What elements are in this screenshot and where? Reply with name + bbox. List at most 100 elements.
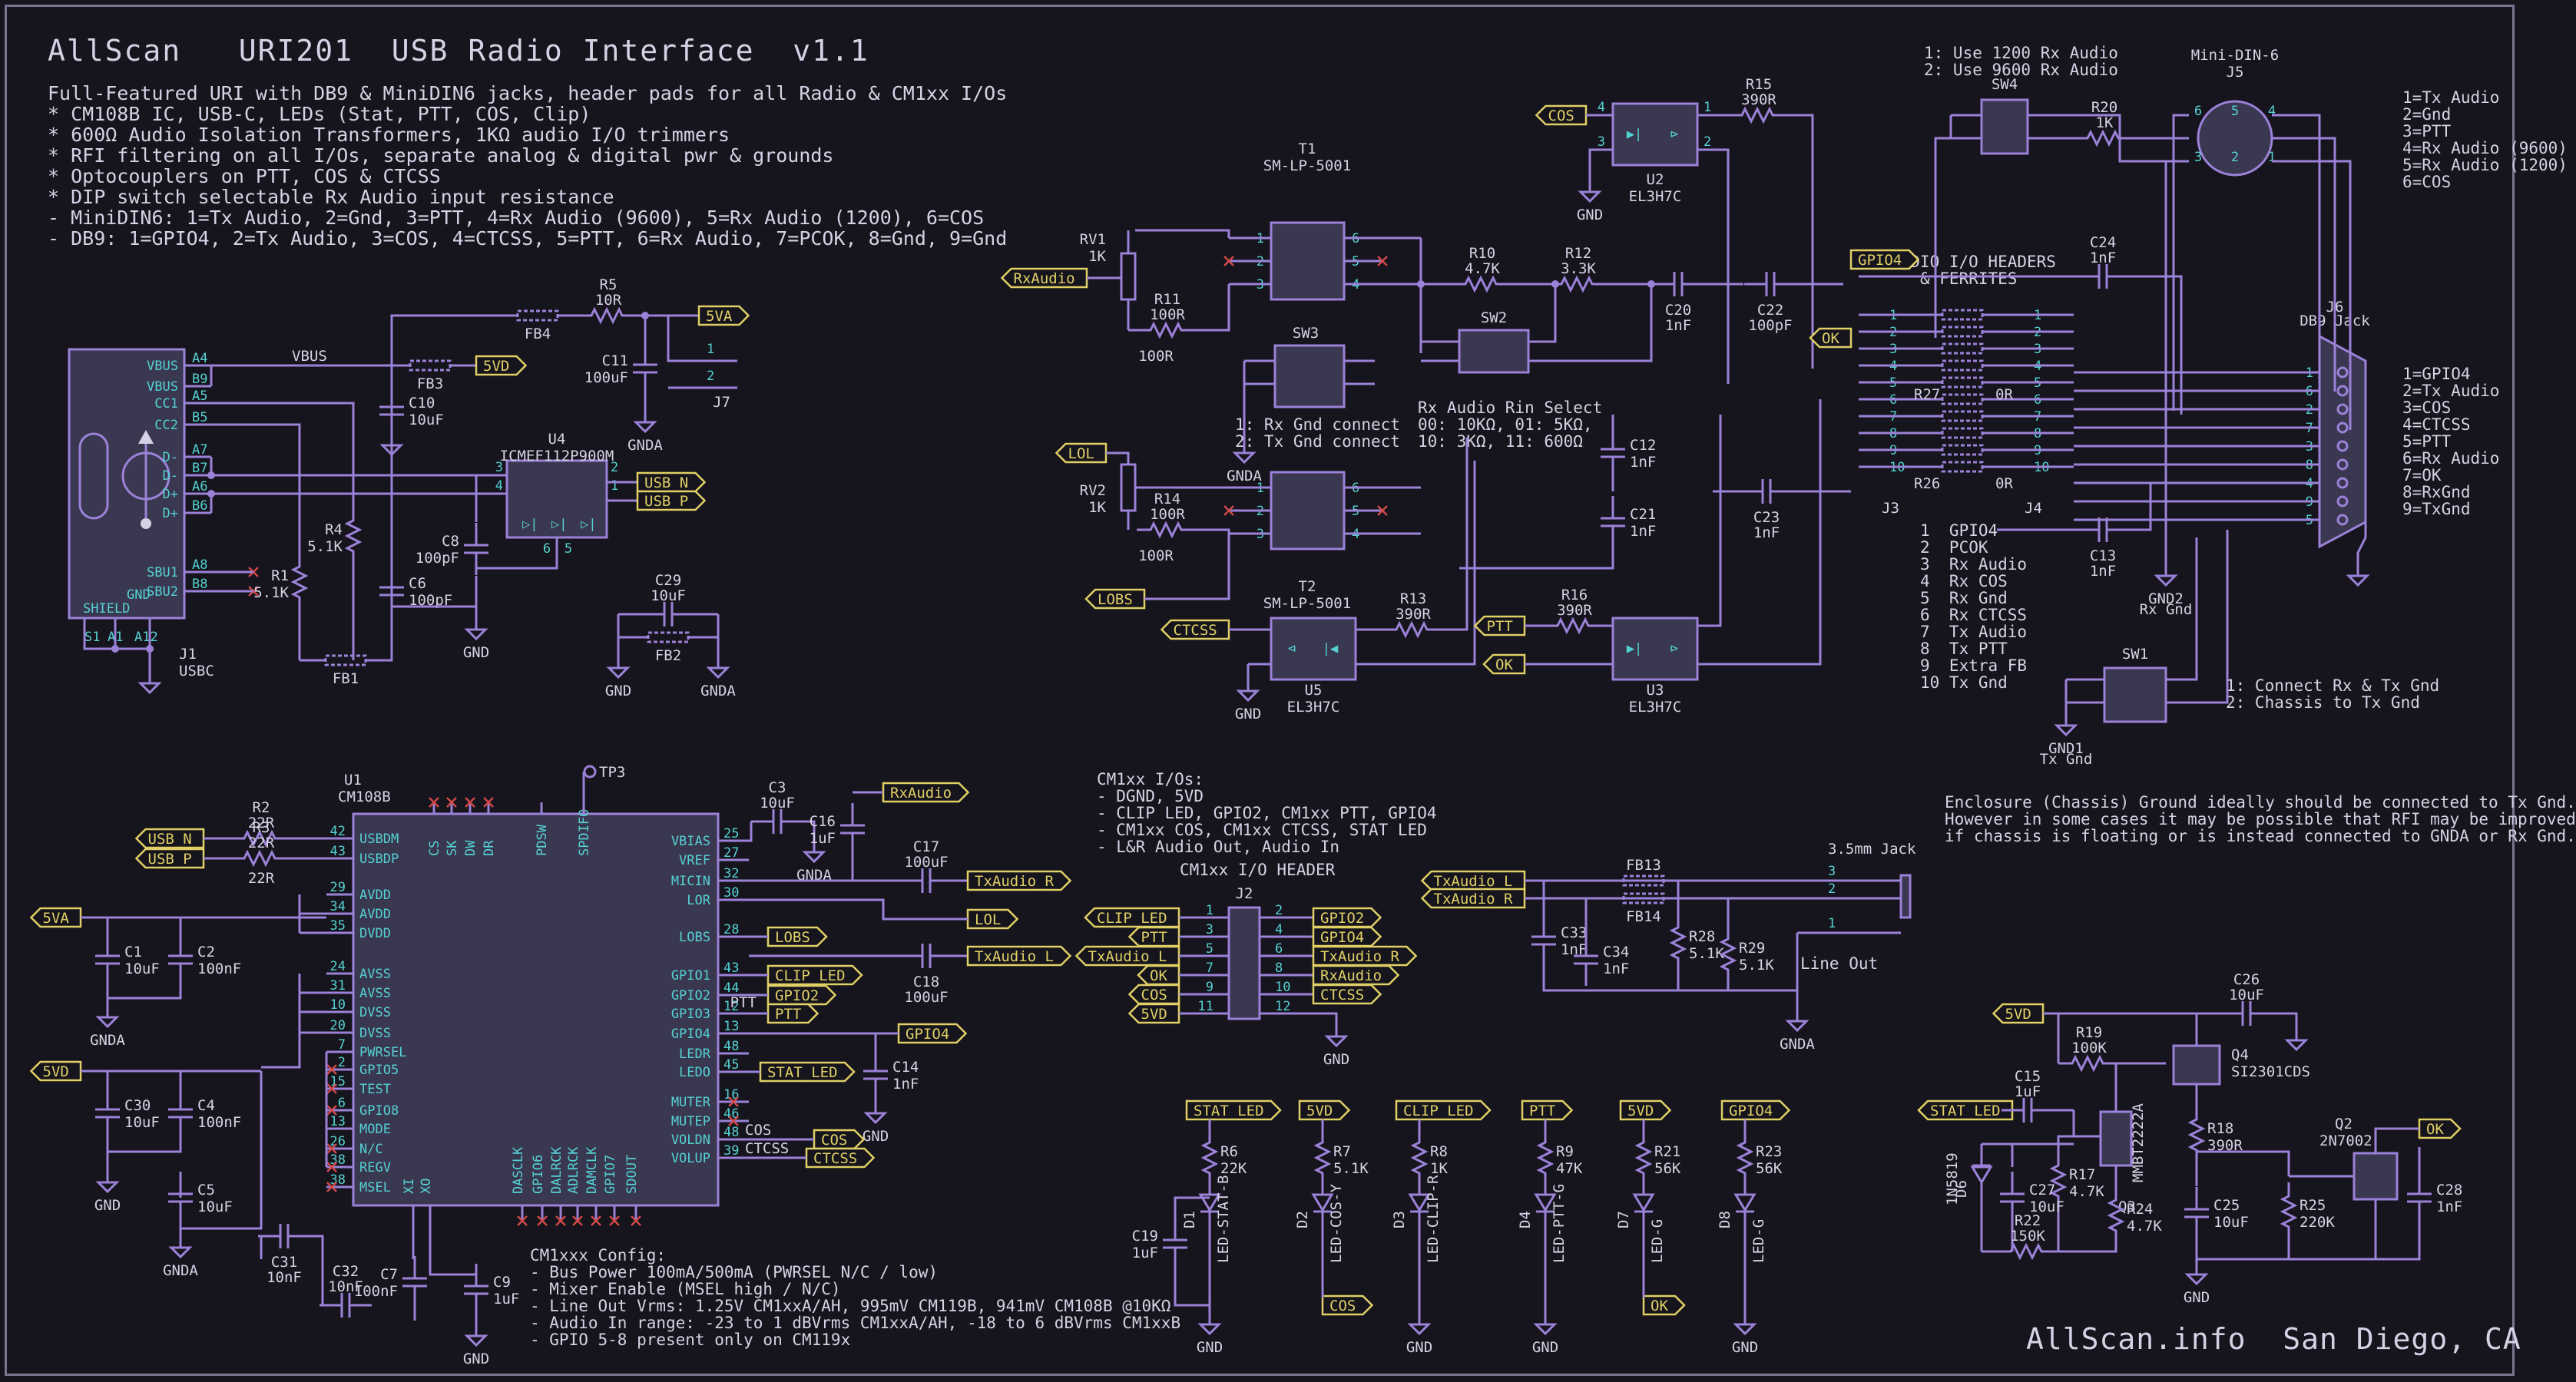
ref-r19: R19 — [2076, 1024, 2102, 1041]
cm1xx-config-5: - Audio In range: -23 to 1 dBVrms CM1xxA… — [530, 1314, 1181, 1332]
wire — [476, 537, 558, 570]
net-flag-5vd — [1992, 1003, 2045, 1024]
value-r13: 390R — [1396, 606, 1431, 623]
ref-r22: R22 — [2015, 1212, 2041, 1229]
value-c5: 10uF — [197, 1199, 233, 1215]
value-c23: 1nF — [1753, 524, 1780, 541]
opto-led-icon: |◀ — [1323, 641, 1339, 656]
ground-symbol — [95, 1181, 120, 1194]
u1-right-pin-num-13: 48 — [723, 1125, 739, 1140]
j2-pin-even-1: 4 — [1275, 922, 1283, 937]
opto-led-icon: ▶| — [1627, 641, 1642, 656]
db9-note-8: 8=RxGnd — [2402, 483, 2471, 501]
net-flag-5va — [29, 907, 82, 928]
net-flag-text: 5VD — [1306, 1103, 1333, 1119]
ferrite- — [1941, 444, 1984, 456]
wire — [366, 361, 393, 662]
no-connect-mark — [555, 1215, 566, 1226]
wire — [1356, 461, 1476, 666]
ref-r23: R23 — [1756, 1143, 1782, 1160]
value-r27: 0R — [1995, 386, 2013, 403]
net-flag-5vd — [1127, 1003, 1180, 1024]
net-flag-text: TxAudio_R — [975, 873, 1055, 890]
net-flag-text: CTCSS — [1320, 987, 1364, 1003]
db9-pin-socket — [2336, 403, 2349, 415]
ref-r9: R9 — [1556, 1143, 1574, 1160]
value-r28: 5.1K — [1689, 945, 1724, 962]
value-q3: MMBT2222A — [2130, 1103, 2147, 1182]
ground-symbol — [1407, 1323, 1432, 1336]
no-connect-stroke — [609, 1215, 620, 1226]
ref-r20: R20 — [2091, 99, 2117, 116]
ref-c11: C11 — [602, 352, 628, 369]
cm1xx-config-3: - Mixer Enable (MSEL high / N/C) — [530, 1280, 841, 1298]
description-line-7: - MiniDIN6: 1=Tx Audio, 2=Gnd, 3=PTT, 4=… — [48, 207, 985, 229]
ground-symbol — [1578, 190, 1602, 203]
net-flag-text: OK — [2426, 1121, 2444, 1138]
no-connect-mark — [465, 797, 475, 808]
j1-pin-num-6: A6 — [192, 479, 207, 494]
net-flag-ok — [1642, 1294, 1686, 1316]
u1-left-pin-6: AVSS — [359, 986, 391, 1001]
net-flag-text: CTCSS — [1174, 622, 1217, 639]
no-connect-mark — [326, 1083, 337, 1094]
value-c28: 1nF — [2436, 1199, 2462, 1215]
cm1xx-ios-5: - L&R Audio Out, Audio In — [1097, 838, 1340, 856]
net-flag-text: COS — [1141, 987, 1167, 1003]
u1-left-pin-4: DVDD — [359, 926, 391, 941]
net-flag-text: PTT — [775, 1006, 801, 1023]
value-r21: 56K — [1654, 1160, 1681, 1177]
net-flag-usb_p — [134, 848, 205, 869]
net-flag-text: RxAudio — [1014, 270, 1075, 287]
u1-left-pin-2: AVDD — [359, 888, 391, 903]
value-c6: 100pF — [409, 592, 452, 609]
net-flag-text: 5VA — [43, 910, 70, 927]
u1-top-pin-1: SK — [445, 840, 460, 856]
ground-label: GND — [94, 1197, 121, 1214]
wire — [2197, 1150, 2290, 1176]
u1-right-pin-14: VOLUP — [671, 1151, 710, 1166]
net-flag-ok — [1137, 964, 1180, 986]
ref-c33: C33 — [1561, 924, 1587, 941]
net-flag-5vd — [475, 355, 528, 376]
u2-pin-4: 4 — [1598, 100, 1605, 115]
cm1xx-ios-4: - CM1xx COS, CM1xx CTCSS, STAT LED — [1097, 821, 1427, 839]
db9-note-7: 7=OK — [2402, 466, 2442, 484]
value-d8: LED-G — [1750, 1219, 1767, 1263]
j2-pin-even-3: 8 — [1275, 960, 1283, 976]
ref-r24: R24 — [2127, 1201, 2153, 1218]
j2-pin-odd-0: 1 — [1206, 903, 1214, 918]
value-c19: 1uF — [1132, 1245, 1158, 1261]
audio-transformer-t1 — [1270, 221, 1346, 301]
u1-left-pin-0: USBDM — [359, 832, 399, 847]
line-out-label: Line Out — [1800, 954, 1879, 973]
ground-label: GND2 — [2148, 590, 2184, 607]
ref-c3: C3 — [769, 779, 786, 796]
resistor-r14 — [1137, 521, 1198, 539]
u1-right-pin-2: MICIN — [671, 874, 710, 889]
ground-symbol — [706, 666, 730, 679]
wire — [1697, 415, 1722, 627]
ground-label: GNDA — [90, 1032, 125, 1049]
no-connect-stroke — [1223, 256, 1234, 266]
wire — [1588, 148, 1613, 184]
value-q2: 2N7002 — [2319, 1132, 2372, 1149]
j1-pin-num-7: B6 — [192, 498, 207, 514]
header-pin-7: 7 Tx Audio — [1920, 623, 2028, 641]
led-d7 — [1632, 1193, 1655, 1212]
wire — [2129, 275, 2183, 415]
ground-symbol — [1324, 1035, 1349, 1048]
db9-pin-socket — [2336, 385, 2349, 397]
ref-r25: R25 — [2300, 1197, 2326, 1214]
db9-pin-socket — [2336, 514, 2349, 526]
value-c21: 1nF — [1630, 523, 1656, 540]
no-connect-stroke — [326, 1105, 337, 1116]
ref-sw4: SW4 — [1992, 76, 2018, 93]
value-r9: 47K — [1556, 1160, 1583, 1177]
no-connect-stroke — [326, 1143, 337, 1154]
ref-r15: R15 — [1746, 76, 1772, 93]
net-flag-text: CLIP_LED — [1097, 910, 1167, 927]
net-flag-rxaudio — [1000, 267, 1088, 289]
wire — [180, 1071, 263, 1230]
ground-symbol — [2346, 574, 2370, 587]
